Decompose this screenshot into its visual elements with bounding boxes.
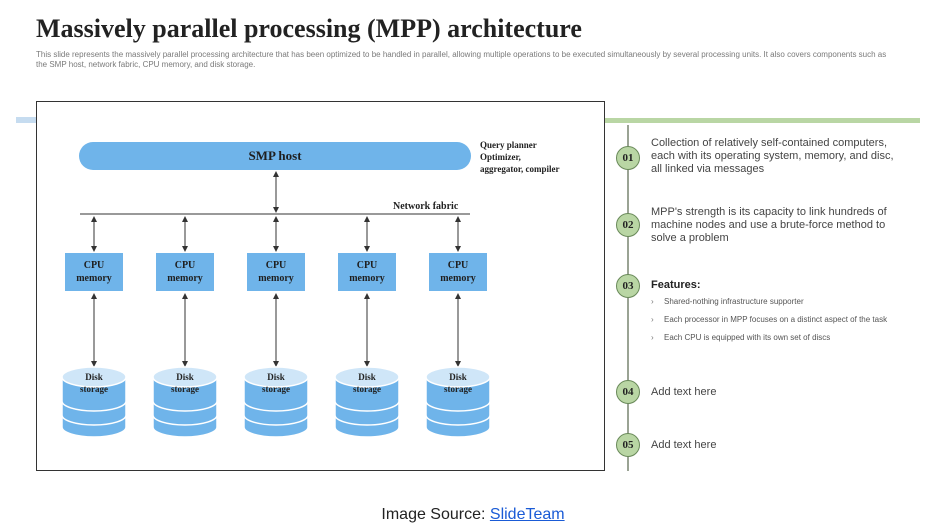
- disk-label: Disk: [358, 372, 376, 382]
- storage-label: storage: [80, 384, 108, 394]
- features-bullet: › Shared-nothing infrastructure supporter: [651, 297, 906, 307]
- cpu-memory-box: CPU memory: [156, 253, 214, 291]
- disk-storage-label: Disk storage: [61, 371, 127, 395]
- memory-label: memory: [440, 273, 476, 284]
- features-bullet: › Each processor in MPP focuses on a dist…: [651, 315, 906, 325]
- step-number-2: 02: [616, 213, 640, 237]
- disk-storage-label: Disk storage: [334, 371, 400, 395]
- disk-storage: Disk storage: [61, 365, 127, 439]
- step-text-2: MPP's strength is its capacity to link h…: [651, 206, 887, 244]
- cpu-label: CPU: [447, 260, 469, 271]
- disk-stack-icon: [425, 366, 491, 438]
- cpu-label: CPU: [356, 260, 378, 271]
- disk-label: Disk: [449, 372, 467, 382]
- disk-storage: Disk storage: [334, 365, 400, 439]
- disk-storage: Disk storage: [152, 365, 218, 439]
- disk-label: Disk: [176, 372, 194, 382]
- memory-label: memory: [76, 273, 112, 284]
- storage-label: storage: [262, 384, 290, 394]
- step-number-3: 03: [616, 274, 640, 298]
- page-title: Massively parallel processing (MPP) arch…: [36, 14, 582, 43]
- chevron-right-icon: ›: [651, 315, 654, 324]
- decorative-bar-blue: [16, 117, 38, 123]
- disk-storage: Disk storage: [425, 365, 491, 439]
- cpu-memory-box: CPU memory: [65, 253, 123, 291]
- step-text-5: Add text here: [651, 439, 717, 451]
- page-subtitle: This slide represents the massively para…: [36, 50, 887, 69]
- step-features: Features: › Shared-nothing infrastructure…: [651, 279, 906, 351]
- step-number-1: 01: [616, 146, 640, 170]
- bullet-text: Each CPU is equipped with its own set of…: [664, 333, 831, 342]
- step-number-4: 04: [616, 380, 640, 404]
- step-text-1: Collection of relatively self-contained …: [651, 137, 894, 175]
- disk-label: Disk: [85, 372, 103, 382]
- aggregator-line: aggregator, compiler: [480, 164, 560, 174]
- bullet-text: Shared-nothing infrastructure supporter: [664, 297, 804, 306]
- optimizer-line: Optimizer,: [480, 152, 521, 162]
- decorative-bar-green: [604, 118, 920, 123]
- cpu-memory-box: CPU memory: [429, 253, 487, 291]
- query-planner-label: Query planner Optimizer, aggregator, com…: [480, 139, 590, 175]
- memory-label: memory: [258, 273, 294, 284]
- smp-host-box: SMP host: [79, 142, 471, 170]
- disk-stack-icon: [334, 366, 400, 438]
- step-number-5: 05: [616, 433, 640, 457]
- image-source-label: Image Source:: [381, 506, 490, 523]
- features-bullet: › Each CPU is equipped with its own set o…: [651, 333, 906, 343]
- features-heading: Features:: [651, 279, 701, 291]
- chevron-right-icon: ›: [651, 333, 654, 342]
- chevron-right-icon: ›: [651, 297, 654, 306]
- disk-storage: Disk storage: [243, 365, 309, 439]
- disk-label: Disk: [267, 372, 285, 382]
- disk-stack-icon: [152, 366, 218, 438]
- cpu-label: CPU: [265, 260, 287, 271]
- disk-storage-label: Disk storage: [152, 371, 218, 395]
- disk-stack-icon: [61, 366, 127, 438]
- cpu-memory-box: CPU memory: [247, 253, 305, 291]
- timeline-line: [627, 125, 629, 471]
- network-fabric-label: Network fabric: [393, 201, 459, 212]
- memory-label: memory: [349, 273, 385, 284]
- query-planner-line: Query planner: [480, 140, 537, 150]
- storage-label: storage: [353, 384, 381, 394]
- disk-storage-label: Disk storage: [425, 371, 491, 395]
- slideteam-link[interactable]: SlideTeam: [489, 506, 565, 523]
- storage-label: storage: [444, 384, 472, 394]
- memory-label: memory: [167, 273, 203, 284]
- cpu-label: CPU: [83, 260, 105, 271]
- cpu-memory-box: CPU memory: [338, 253, 396, 291]
- bullet-text: Each processor in MPP focuses on a disti…: [664, 315, 888, 324]
- step-text-4: Add text here: [651, 386, 717, 398]
- storage-label: storage: [171, 384, 199, 394]
- cpu-label: CPU: [174, 260, 196, 271]
- disk-storage-label: Disk storage: [243, 371, 309, 395]
- disk-stack-icon: [243, 366, 309, 438]
- image-source: Image Source: SlideTeam: [0, 506, 946, 524]
